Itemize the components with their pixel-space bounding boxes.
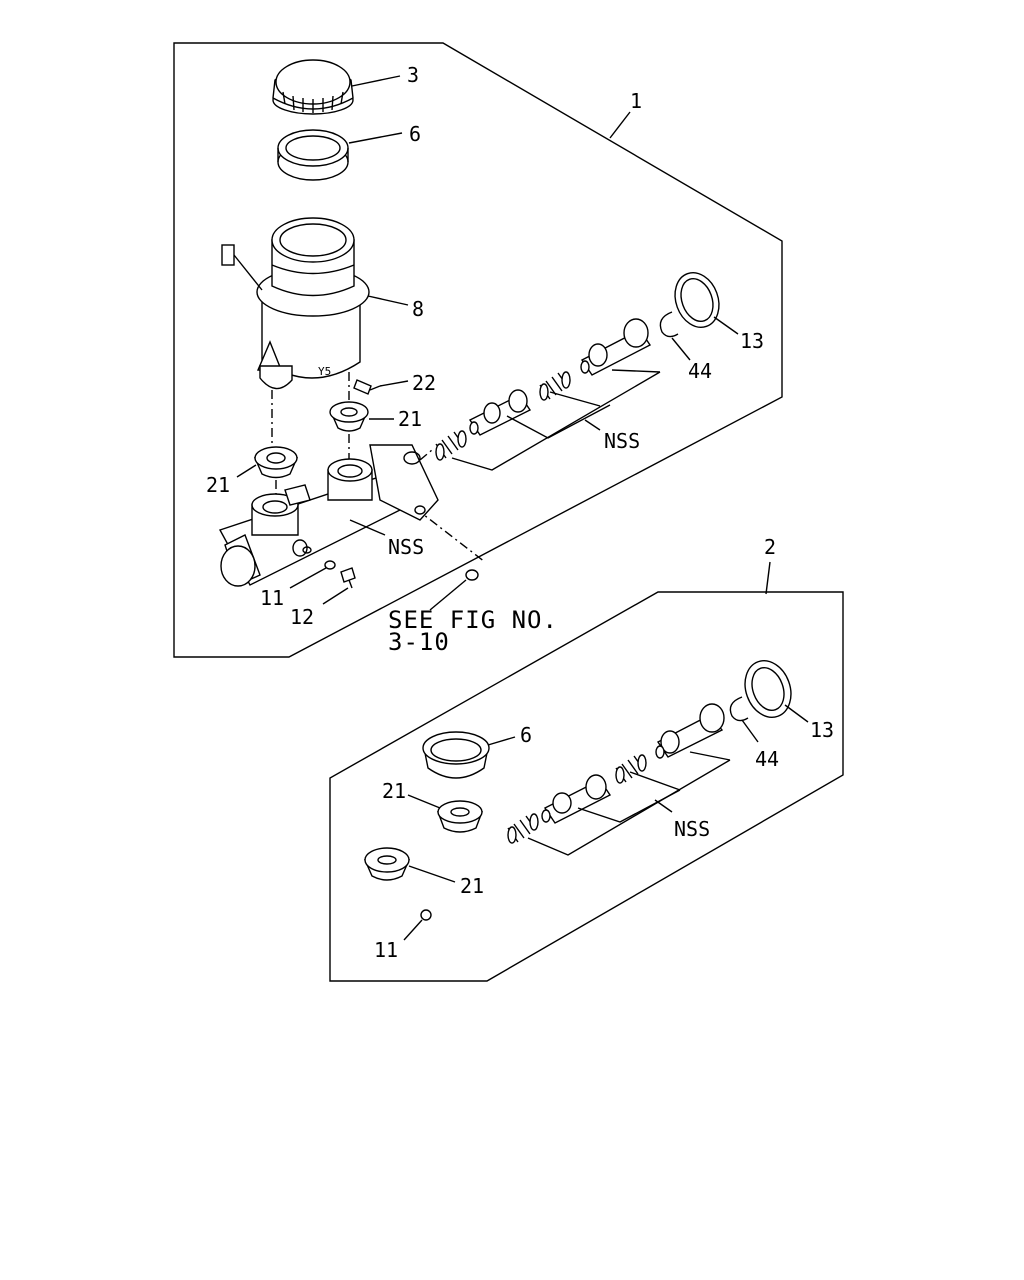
master-cylinder-body: [218, 444, 439, 587]
boot-seal-2: [744, 660, 792, 718]
callout-snap-ring: 44: [688, 359, 712, 383]
callout-grommet-upper-2: 21: [382, 779, 406, 803]
callout-nss-body: NSS: [388, 535, 424, 559]
callout-cap-seal-2: 6: [520, 723, 532, 747]
callout-boot-seal-2: 13: [810, 718, 834, 742]
reservoir-cap: [272, 59, 354, 115]
snap-ring: [659, 311, 679, 338]
grommet-upper-2: [436, 800, 484, 833]
reference-note-line1: SEE FIG NO.: [388, 606, 558, 634]
callout-grommet-lower: 21: [206, 473, 230, 497]
callout-snap-ring-2: 44: [755, 747, 779, 771]
callout-reservoir: 8: [412, 297, 424, 321]
reference-note-line2: 3-10: [388, 628, 450, 656]
callout-grommet-upper: 21: [398, 407, 422, 431]
cap-seal-2: [422, 731, 490, 779]
boot-seal: [674, 272, 720, 328]
assembly-1-label: 1: [630, 89, 642, 113]
callout-washer-2: 11: [374, 938, 398, 962]
cap-seal: [277, 129, 349, 181]
callout-small-bolt: 22: [412, 371, 436, 395]
snap-ring-2: [729, 696, 749, 722]
piston-group-2: [507, 703, 731, 856]
washer: [324, 560, 336, 570]
callout-nss-piston-2: NSS: [674, 817, 710, 841]
assembly-2-frame: [329, 591, 844, 982]
assembly-1-frame: [173, 42, 783, 658]
callout-bolt: 12: [290, 605, 314, 629]
grommet-lower: [253, 446, 299, 479]
grommet-upper: [329, 401, 369, 432]
small-bolt: [353, 379, 381, 395]
callout-cap: 3: [407, 63, 419, 87]
callout-washer: 11: [260, 586, 284, 610]
reservoir: Y5: [221, 217, 370, 390]
svg-text:Y5: Y5: [318, 365, 331, 378]
reference-part: [465, 569, 479, 581]
assembly-2-label: 2: [764, 535, 776, 559]
grommet-lower-2: [363, 847, 411, 881]
bolt: [340, 567, 356, 589]
washer-2: [420, 909, 432, 921]
callout-nss-piston: NSS: [604, 429, 640, 453]
piston-group-1: [435, 318, 661, 471]
callout-boot-seal: 13: [740, 329, 764, 353]
callout-grommet-lower-2: 21: [460, 874, 484, 898]
callout-cap-seal: 6: [409, 122, 421, 146]
